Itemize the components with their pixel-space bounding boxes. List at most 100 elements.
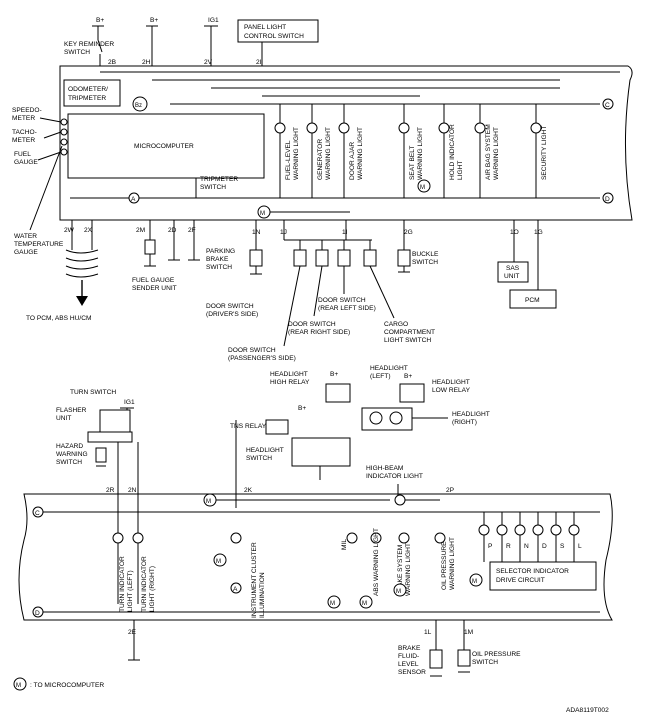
warning-lamp-0-label-0: FUEL-LEVEL [285, 140, 292, 180]
bus-c-label-top: C [605, 102, 610, 109]
hazard-line2: WARNING [56, 451, 88, 458]
term-2w: 2W [64, 227, 75, 234]
brake-sensor-line2: FLUID- [398, 653, 419, 660]
hl-low-line1: HEADLIGHT [432, 379, 470, 386]
oil-switch-line1: OIL PRESSURE [472, 651, 521, 658]
headlight-right-bulb [389, 411, 403, 425]
warning-lamp-4-label-0: HOLD INDICATOR [449, 124, 456, 180]
m-marker-2-label: M [420, 185, 425, 191]
fuel-gauge-line1: FUEL [14, 151, 31, 158]
legend-symbol: M [16, 683, 21, 689]
cargo-line1: CARGO [384, 321, 408, 328]
abs-label: ABS WARNING LIGHT [373, 528, 380, 596]
speedometer-line1: SPEEDO- [12, 107, 42, 114]
term-1l: 1L [424, 629, 432, 636]
term-2v: 2V [204, 59, 213, 66]
illum-line1: INSTRUMENT CLUSTER [251, 542, 258, 618]
bplus-tns: B+ [298, 405, 306, 412]
selector-letter-D: D [542, 543, 547, 550]
microcomputer [67, 113, 265, 179]
cargo-line3: LIGHT SWITCH [384, 337, 431, 344]
term-2p: 2P [446, 487, 455, 494]
panel-switch-line2: CONTROL SWITCH [244, 33, 304, 40]
bus-d-marker-top [602, 192, 614, 204]
key-reminder-line2: SWITCH [64, 49, 90, 56]
odometer-line1: ODOMETER/ [68, 86, 108, 93]
m-marker-7 [393, 583, 407, 597]
term-2n: 2N [128, 487, 137, 494]
brake-sensor-line4: SENSOR [398, 669, 426, 676]
water-temp-line2: TEMPERATURE [14, 241, 64, 248]
oil-line2: WARNING LIGHT [449, 537, 456, 590]
hl-right-line2: (RIGHT) [452, 419, 477, 426]
term-2d: 2D [168, 227, 177, 234]
buzzer-label: Bz [135, 103, 142, 109]
hl-switch-line1: HEADLIGHT [246, 447, 284, 454]
headlight-high-relay [325, 383, 351, 403]
term-1j: 1J [280, 229, 287, 236]
selector-lamp-R [496, 524, 508, 536]
speedometer-line2: METER [12, 115, 35, 122]
brake-sensor-line3: LEVEL [398, 661, 419, 668]
selector-lamp-N [514, 524, 526, 536]
bplus-label-1: B+ [96, 17, 104, 24]
warning-lamp-1 [306, 122, 318, 134]
tripmeter-switch-line1: TRIPMETER [200, 176, 238, 183]
turn-left-line1: TURN INDICATOR [119, 556, 126, 612]
bus-c-marker-top [602, 98, 614, 110]
to-pcm-label: TO PCM, ABS HU/CM [26, 315, 91, 322]
bus-c-label-bottom: C [35, 510, 40, 517]
flasher-line1: FLASHER [56, 407, 87, 414]
bplus-label-2: B+ [150, 17, 158, 24]
hl-left-line1: HEADLIGHT [370, 365, 408, 372]
headlight-low-relay [399, 383, 425, 403]
term-2m: 2M [136, 227, 145, 234]
sas-line2: UNIT [504, 273, 519, 280]
term-2k: 2K [244, 487, 253, 494]
selector-circuit-line2: DRIVE CIRCUIT [496, 577, 545, 584]
highbeam-indicator [394, 494, 406, 506]
door-pass-line1: DOOR SWITCH [228, 347, 276, 354]
tripmeter-switch-line2: SWITCH [200, 184, 226, 191]
water-temp-line3: GAUGE [14, 249, 38, 256]
warning-lamp-1-label-0: GENERATOR [317, 139, 324, 180]
bus-a-label-bottom: A [233, 586, 238, 593]
selector-letter-N: N [524, 543, 529, 550]
cluster-outline-upper [59, 65, 633, 221]
hazard-line3: SWITCH [56, 459, 82, 466]
hl-high-line2: HIGH RELAY [270, 379, 310, 386]
tns-relay [265, 419, 289, 435]
tns-relay-label: TNS RELAY [230, 423, 267, 430]
sas-line1: SAS [506, 265, 520, 272]
hazard-line1: HAZARD [56, 443, 83, 450]
fuel-gauge-line2: GAUGE [14, 159, 38, 166]
highbeam-line2: INDICATOR LIGHT [366, 473, 423, 480]
figure-id: ADA8119T002 [566, 707, 609, 714]
door-rr-line2: (REAR RIGHT SIDE) [288, 329, 350, 336]
warning-lamp-5 [474, 122, 486, 134]
turn-left-line2: LIGHT (LEFT) [127, 570, 134, 612]
parking-brake-line1: PARKING [206, 248, 235, 255]
term-2f: 2F [188, 227, 196, 234]
m-marker-4-label: M [216, 559, 221, 565]
m-marker-6-label: M [362, 601, 367, 607]
door-driver-line1: DOOR SWITCH [206, 303, 254, 310]
warning-lamp-2 [338, 122, 350, 134]
warning-lamp-4 [438, 122, 450, 134]
m-marker-3-label: M [206, 499, 211, 505]
highbeam-line1: HIGH-BEAM [366, 465, 403, 472]
selector-letter-P: P [488, 543, 493, 550]
buckle-line1: BUCKLE [412, 251, 439, 258]
warning-lamp-3-label-0: SEAT BELT [409, 146, 416, 180]
sas-unit [497, 261, 529, 283]
term-2r: 2R [106, 487, 115, 494]
legend-m-symbol [13, 677, 27, 691]
headlight-switch [291, 437, 351, 467]
bplus-hl-1: B+ [330, 371, 338, 378]
tachometer-line1: TACHO- [12, 129, 37, 136]
m-marker-5-label: M [330, 601, 335, 607]
brake-line1: BRAKE SYSTEM [397, 545, 404, 596]
term-2x: 2X [84, 227, 93, 234]
legend-text: : TO MICROCOMPUTER [30, 682, 104, 689]
buckle-line2: SWITCH [412, 259, 438, 266]
